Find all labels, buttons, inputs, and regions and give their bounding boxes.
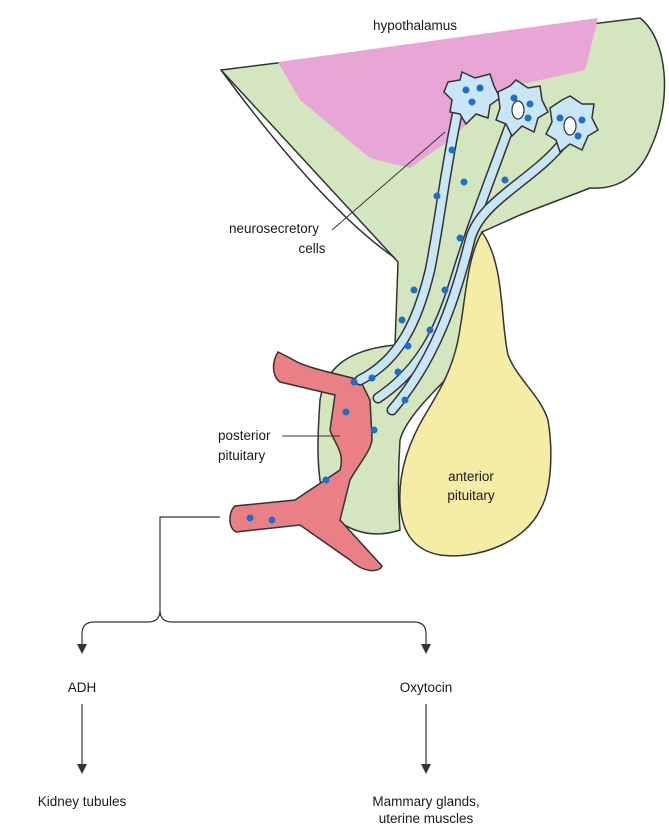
label-hypothalamus: hypothalamus — [373, 18, 457, 33]
label-neurosecretory: neurosecretory — [229, 221, 319, 236]
label-oxytocin: Oxytocin — [400, 680, 453, 695]
label-cells: cells — [298, 241, 325, 256]
arrowhead-kidney — [77, 764, 87, 774]
label-mammary-glands: Mammary glands, — [372, 794, 479, 809]
label-anterior: anterior — [448, 469, 494, 484]
arrowhead-oxytocin — [421, 644, 431, 654]
branch-bracket — [82, 517, 426, 648]
arrowhead-adh — [77, 644, 87, 654]
arrowhead-mammary — [421, 764, 431, 774]
label-adh: ADH — [68, 680, 97, 695]
label-posterior-pituitary: pituitary — [218, 448, 266, 463]
label-kidney-tubules: Kidney tubules — [38, 794, 127, 809]
label-anterior-pituitary: pituitary — [447, 488, 495, 503]
label-uterine-muscles: uterine muscles — [379, 811, 474, 826]
label-posterior: posterior — [218, 428, 271, 443]
